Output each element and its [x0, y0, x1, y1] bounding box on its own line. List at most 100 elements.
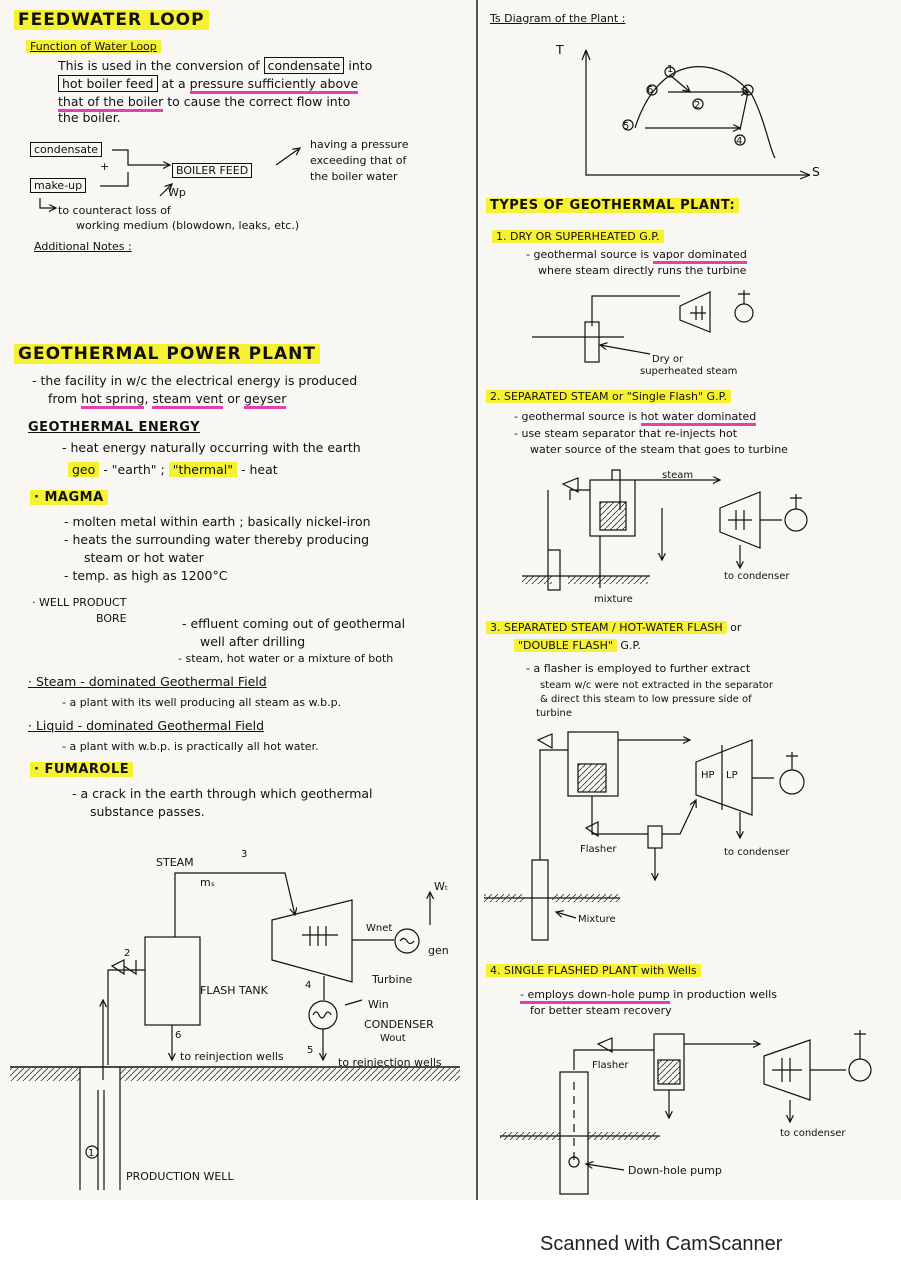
type2-steam-label: steam — [662, 470, 694, 481]
plant-ms-label: mₛ — [200, 876, 215, 889]
function-heading: Function of Water Loop — [26, 40, 161, 53]
type3-line2: steam w/c were not extracted in the sepa… — [540, 680, 773, 691]
type3-heading-a: 3. SEPARATED STEAM / HOT-WATER FLASH or — [486, 621, 741, 634]
ts-axis-t: T — [556, 42, 564, 57]
ts-axis-s: S — [812, 164, 820, 179]
type1-line2: where steam directly runs the turbine — [538, 264, 747, 277]
type4-heading: 4. SINGLE FLASHED PLANT with Wells — [486, 964, 701, 977]
type1-label1: Dry or — [652, 354, 684, 365]
plant-node-2: 2 — [124, 948, 131, 959]
plant-wnet-label: Wnet — [366, 923, 393, 934]
plant-node-5: 5 — [307, 1045, 314, 1056]
type2-heading: 2. SEPARATED STEAM or "Single Flash" G.P… — [486, 390, 731, 403]
plant-node-4: 4 — [305, 980, 312, 991]
fumarole-line2: substance passes. — [90, 804, 205, 819]
well-line2: well after drilling — [200, 634, 306, 649]
fumarole-heading: · FUMAROLE — [30, 762, 134, 777]
plant-wt-label: Wₜ — [434, 880, 449, 893]
fw-note1: having a pressure — [310, 138, 409, 151]
ts-point-2: 2 — [694, 100, 701, 111]
makeup-box: make-up — [30, 178, 87, 193]
plant-reinjection-2: to reinjection wells — [338, 1056, 442, 1069]
energy-heading: GEOTHERMAL ENERGY — [28, 420, 200, 435]
well-line3: - steam, hot water or a mixture of both — [178, 652, 394, 665]
ts-point-5: 5 — [623, 121, 630, 132]
fw-line3: that of the boiler to cause the correct … — [58, 94, 350, 112]
type4-line1: - employs down-hole pump in production w… — [520, 988, 777, 1004]
ts-point-4: 4 — [736, 136, 743, 147]
notebook-page: FEEDWATER LOOP Function of Water Loop Th… — [0, 0, 901, 1200]
magma-heading: · MAGMA — [30, 490, 108, 505]
type2-line2: - use steam separator that re-injects ho… — [514, 427, 738, 440]
magma-line2: - heats the surrounding water thereby pr… — [64, 532, 370, 547]
fw-counter1: to counteract loss of — [58, 204, 171, 217]
type3-mixture-label: Mixture — [578, 914, 616, 925]
type3-hp-label: HP — [701, 770, 715, 781]
fw-note2: exceeding that of — [310, 154, 407, 167]
fw-line4: the boiler. — [58, 110, 121, 125]
type3-line1: - a flasher is employed to further extra… — [526, 662, 751, 675]
turbine-shape — [271, 899, 353, 983]
plant-node-3: 3 — [241, 849, 248, 860]
scanner-footer: Scanned with CamScanner — [0, 1200, 901, 1275]
type1-line1: - geothermal source is vapor dominated — [526, 248, 747, 264]
condensate-box: condensate — [30, 142, 103, 157]
plant-production-well: PRODUCTION WELL — [126, 1170, 234, 1183]
fw-line1: This is used in the conversion of conden… — [58, 57, 373, 74]
type4-flasher-label: Flasher — [592, 1060, 629, 1071]
type2-condenser-label: to condenser — [724, 571, 790, 582]
fw-line2: hot boiler feed at a pressure sufficient… — [58, 75, 359, 94]
liquid-field-heading: · Liquid - dominated Geothermal Field — [28, 718, 265, 733]
steam-field-line: - a plant with its well producing all st… — [62, 696, 342, 709]
plant-win-label: Win — [368, 998, 389, 1011]
generator-shape — [394, 928, 420, 954]
type3-lp-label: LP — [726, 770, 738, 781]
magma-line4: - temp. as high as 1200°C — [64, 568, 228, 583]
scanner-watermark: Scanned with CamScanner — [540, 1233, 783, 1255]
plant-steam-label: STEAM — [156, 856, 194, 869]
type2-mixture-label: mixture — [594, 594, 633, 605]
plant-reinjection-1: to reinjection wells — [180, 1050, 284, 1063]
type4-line2: for better steam recovery — [530, 1004, 672, 1017]
type3-heading-b: "DOUBLE FLASH" G.P. — [514, 639, 641, 652]
type2-line3: water source of the steam that goes to t… — [530, 443, 788, 456]
well-heading1: · WELL PRODUCT — [32, 596, 127, 609]
fw-note3: the boiler water — [310, 170, 398, 183]
type4-pump-label: Down-hole pump — [628, 1164, 722, 1177]
plant-flashtank-label: FLASH TANK — [200, 984, 268, 997]
geo-def2: from hot spring, steam vent or geyser — [48, 391, 287, 409]
magma-line1: - molten metal within earth ; basically … — [64, 514, 371, 529]
plant-turbine-label: Turbine — [372, 973, 413, 986]
type1-heading: 1. DRY OR SUPERHEATED G.P. — [492, 230, 664, 243]
flash-tank-shape — [144, 936, 201, 1026]
additional-notes: Additional Notes : — [34, 240, 132, 253]
type3-line3: & direct this steam to low pressure side… — [540, 694, 752, 705]
type3-flasher-label: Flasher — [580, 844, 617, 855]
steam-field-heading: · Steam - dominated Geothermal Field — [28, 674, 267, 689]
column-divider — [476, 0, 478, 1200]
geo-title: GEOTHERMAL POWER PLANT — [14, 344, 320, 364]
geo-def1: - the facility in w/c the electrical ene… — [32, 373, 358, 388]
energy-line1: - heat energy naturally occurring with t… — [62, 440, 361, 455]
plus-sign: + — [100, 160, 110, 173]
type3-line4: turbine — [536, 708, 572, 719]
ts-point-6: 6 — [647, 85, 654, 96]
hand-drawn-diagrams — [10, 49, 872, 1195]
boiler-feed-box: BOILER FEED — [172, 163, 253, 178]
well-heading2: BORE — [96, 612, 127, 625]
type3-condenser-label: to condenser — [724, 847, 790, 858]
feedwater-title: FEEDWATER LOOP — [14, 10, 209, 30]
type1-label2: superheated steam — [640, 366, 738, 377]
well-line1: - effluent coming out of geothermal — [182, 616, 406, 631]
types-title: TYPES OF GEOTHERMAL PLANT: — [486, 198, 740, 213]
plant-condenser-label: CONDENSER — [364, 1018, 434, 1031]
plant-wout-label: Wout — [380, 1033, 406, 1044]
plant-node-6: 6 — [175, 1030, 182, 1041]
liquid-field-line: - a plant with w.b.p. is practically all… — [62, 740, 319, 753]
fw-counter2: working medium (blowdown, leaks, etc.) — [76, 219, 300, 232]
ts-title: Ts Diagram of the Plant : — [490, 12, 626, 25]
type2-line1: - geothermal source is hot water dominat… — [514, 410, 757, 426]
magma-line3: steam or hot water — [84, 550, 204, 565]
energy-line2: geo - "earth" ; "thermal" - heat — [68, 462, 278, 477]
fumarole-line1: - a crack in the earth through which geo… — [72, 786, 373, 801]
